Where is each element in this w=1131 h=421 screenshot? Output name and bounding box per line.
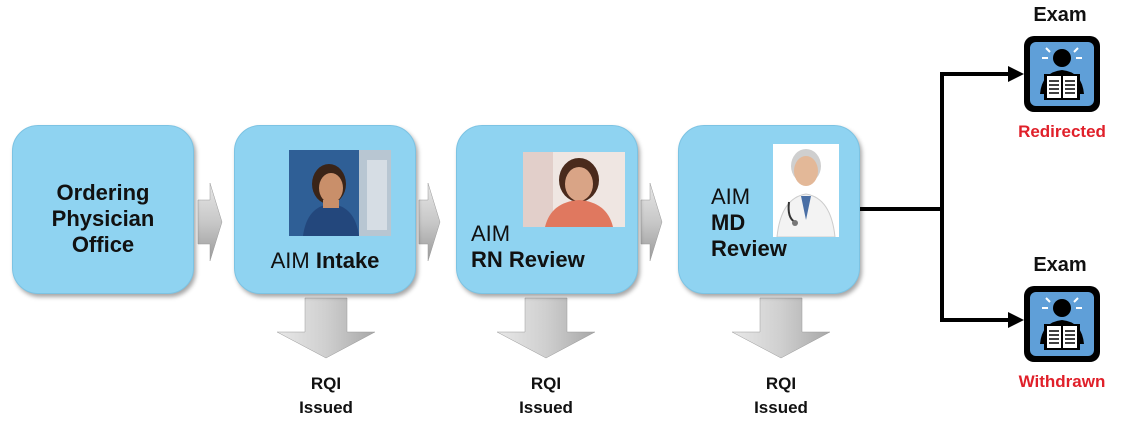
down-arrow-icon — [731, 297, 831, 359]
right-arrow-icon — [640, 182, 663, 262]
outcome-status: Withdrawn — [1018, 372, 1106, 391]
right-arrow-icon — [418, 182, 441, 262]
right-arrow-icon — [197, 182, 223, 262]
branch-connector — [858, 72, 1010, 322]
stage-title: Intake — [315, 248, 380, 273]
stage-title-line: Review — [711, 236, 787, 261]
exam-reader-icon — [1022, 34, 1102, 114]
rqi-label: RQI Issued — [299, 374, 353, 417]
stage-aim-rn-review: AIM RN Review — [456, 125, 638, 294]
rqi-label: RQI Issued — [754, 374, 808, 417]
arrowhead-icon — [1008, 312, 1024, 328]
outcome-status: Redirected — [1018, 122, 1106, 141]
down-arrow-icon — [496, 297, 596, 359]
stage-title-line: MD — [711, 210, 746, 235]
rqi-label: RQI Issued — [519, 374, 573, 417]
stage-aim-intake: AIM Intake — [234, 125, 416, 294]
exam-title: Exam — [1033, 4, 1087, 26]
stage-prefix: AIM — [270, 248, 310, 273]
exam-title: Exam — [1033, 254, 1087, 276]
exam-reader-icon — [1022, 284, 1102, 364]
rn-photo — [523, 152, 625, 227]
stage-label-line: Office — [71, 232, 135, 257]
stage-title: RN Review — [471, 247, 585, 272]
intake-photo — [289, 150, 391, 236]
stage-prefix: AIM — [471, 221, 511, 246]
stage-ordering-physician: Ordering Physician Office — [12, 125, 194, 294]
stage-label-line: Ordering — [56, 180, 150, 205]
stage-label-line: Physician — [51, 206, 155, 231]
stage-prefix: AIM — [711, 184, 751, 209]
arrowhead-icon — [1008, 66, 1024, 82]
md-photo — [773, 144, 839, 237]
stage-aim-md-review: AIM MD Review — [678, 125, 860, 294]
down-arrow-icon — [276, 297, 376, 359]
